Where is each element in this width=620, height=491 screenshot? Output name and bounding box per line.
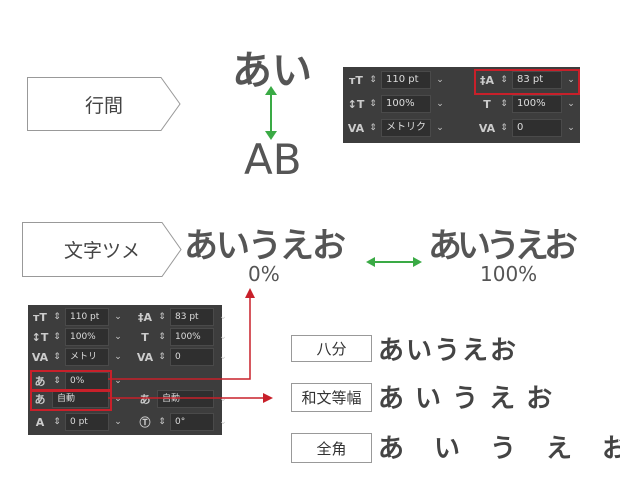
- tsume-tag: 文字ツメ: [22, 222, 182, 277]
- stepper-icon[interactable]: ⇕: [158, 332, 166, 342]
- mojikumi-label-zenkaku: 全角: [291, 433, 372, 463]
- rotate-icon: Ⓣ: [139, 416, 151, 429]
- tsume-tag-label: 文字ツメ: [63, 240, 140, 262]
- leading-bottom-sample: AB: [244, 135, 302, 184]
- leading-highlight: [474, 69, 580, 95]
- chevron-down-icon[interactable]: ⌄: [114, 394, 122, 404]
- chevron-down-icon[interactable]: ⌄: [114, 352, 122, 362]
- mojikumi-sample-hachibu: あいうえお: [378, 336, 519, 366]
- stepper-icon[interactable]: ⇕: [158, 417, 166, 427]
- stepper-icon[interactable]: ⇕: [158, 352, 166, 362]
- chevron-down-icon[interactable]: ⌄: [567, 123, 575, 133]
- stepper-icon[interactable]: ⇕: [53, 417, 61, 427]
- horizontal-scale-icon: T: [483, 97, 491, 111]
- tsume-value-0: 0%: [248, 262, 280, 286]
- font-size-icon: тT: [33, 310, 47, 324]
- kerning-icon: VA: [347, 121, 365, 135]
- mojikumi-sample-wabun: あ い う え お: [378, 384, 554, 414]
- stepper-icon[interactable]: ⇕: [369, 99, 377, 109]
- arrow-up-icon: [245, 288, 255, 298]
- vertical-scale-icon: ↕T: [31, 330, 49, 344]
- mojikumi-highlight: [30, 389, 112, 411]
- stepper-icon[interactable]: ⇕: [53, 332, 61, 342]
- leading-top-sample: あい: [232, 48, 312, 94]
- stepper-icon[interactable]: ⇕: [53, 376, 61, 386]
- font-size-field[interactable]: 110 pt: [65, 308, 109, 326]
- chevron-down-icon[interactable]: ⌄: [436, 75, 444, 85]
- tracking-field[interactable]: 0: [170, 348, 214, 366]
- chevron-down-icon[interactable]: ⌄: [219, 417, 227, 427]
- arrow-right-icon: [263, 393, 273, 403]
- character-panel-2: тT ⇕ 110 pt ⌄ ‡A ⇕ 83 pt ⌄ ↕T ⇕ 100% ⌄ T ⇕ 100% ⌄ VA…: [28, 305, 227, 435]
- vertical-arrow-icon: [265, 86, 277, 140]
- chevron-down-icon[interactable]: ⌄: [219, 312, 227, 322]
- baseline-shift-icon: A: [35, 415, 45, 429]
- tsume-sample-100: あいうえお: [428, 226, 578, 266]
- kerning-field[interactable]: メトリク: [65, 348, 109, 366]
- aki-right-icon: あ: [139, 393, 151, 406]
- stepper-icon[interactable]: ⇕: [500, 123, 508, 133]
- character-panel-1: тT ⇕ 110 pt ⌄ ‡A ⇕ 83 pt ⌄ ↕T ⇕ 100% ⌄ T ⇕ 100% ⌄ VA…: [343, 67, 580, 143]
- stepper-icon[interactable]: ⇕: [500, 75, 508, 85]
- mojikumi-sample-zenkaku: あ い う え お: [378, 434, 620, 464]
- tsume-icon: あ: [34, 375, 46, 388]
- tsume-sample-0: あいうえお: [184, 226, 346, 266]
- leading-icon: ‡A: [479, 73, 494, 87]
- horizontal-arrow-icon: [366, 257, 422, 267]
- tsume-value-100: 100%: [480, 262, 538, 286]
- tracking-icon: VA: [478, 121, 496, 135]
- chevron-down-icon[interactable]: ⌄: [436, 123, 444, 133]
- horizontal-scale-field[interactable]: 100%: [170, 328, 214, 346]
- font-size-icon: тT: [349, 73, 363, 87]
- stepper-icon[interactable]: ⇕: [500, 99, 508, 109]
- leading-icon: ‡A: [137, 310, 152, 324]
- vertical-scale-icon: ↕T: [347, 97, 365, 111]
- chevron-down-icon[interactable]: ⌄: [436, 99, 444, 109]
- chevron-down-icon[interactable]: ⌄: [567, 99, 575, 109]
- mojikumi-label-wabun: 和文等幅: [291, 383, 372, 412]
- leading-field[interactable]: 83 pt: [512, 71, 562, 89]
- leading-tag: 行間: [27, 77, 181, 131]
- leading-tag-label: 行間: [84, 94, 123, 117]
- leading-field[interactable]: 83 pt: [170, 308, 214, 326]
- aki-right-field[interactable]: 自動: [157, 390, 214, 408]
- baseline-shift-field[interactable]: 0 pt: [65, 413, 109, 431]
- chevron-down-icon[interactable]: ⌄: [567, 75, 575, 85]
- chevron-down-icon[interactable]: ⌄: [114, 312, 122, 322]
- stepper-icon[interactable]: ⇕: [53, 352, 61, 362]
- tsume-highlight: [30, 370, 112, 392]
- aki-left-icon: あ: [34, 393, 46, 406]
- tracking-icon: VA: [136, 350, 154, 364]
- chevron-down-icon[interactable]: ⌄: [114, 332, 122, 342]
- rotate-field[interactable]: 0°: [170, 413, 214, 431]
- kerning-field[interactable]: メトリク: [381, 119, 431, 137]
- vertical-scale-field[interactable]: 100%: [381, 95, 431, 113]
- chevron-down-icon[interactable]: ⌄: [114, 376, 122, 386]
- stepper-icon[interactable]: ⇕: [158, 312, 166, 322]
- stepper-icon[interactable]: ⇕: [369, 123, 377, 133]
- tracking-field[interactable]: 0: [512, 119, 562, 137]
- horizontal-scale-field[interactable]: 100%: [512, 95, 562, 113]
- font-size-field[interactable]: 110 pt: [381, 71, 431, 89]
- stepper-icon[interactable]: ⇕: [53, 312, 61, 322]
- chevron-down-icon[interactable]: ⌄: [114, 417, 122, 427]
- mojikumi-label-hachibu: 八分: [291, 335, 372, 362]
- chevron-down-icon[interactable]: ⌄: [219, 352, 227, 362]
- stepper-icon[interactable]: ⇕: [369, 75, 377, 85]
- horizontal-scale-icon: T: [141, 330, 149, 344]
- kerning-icon: VA: [31, 350, 49, 364]
- vertical-scale-field[interactable]: 100%: [65, 328, 109, 346]
- chevron-down-icon[interactable]: ⌄: [219, 332, 227, 342]
- chevron-down-icon[interactable]: ⌄: [219, 394, 227, 404]
